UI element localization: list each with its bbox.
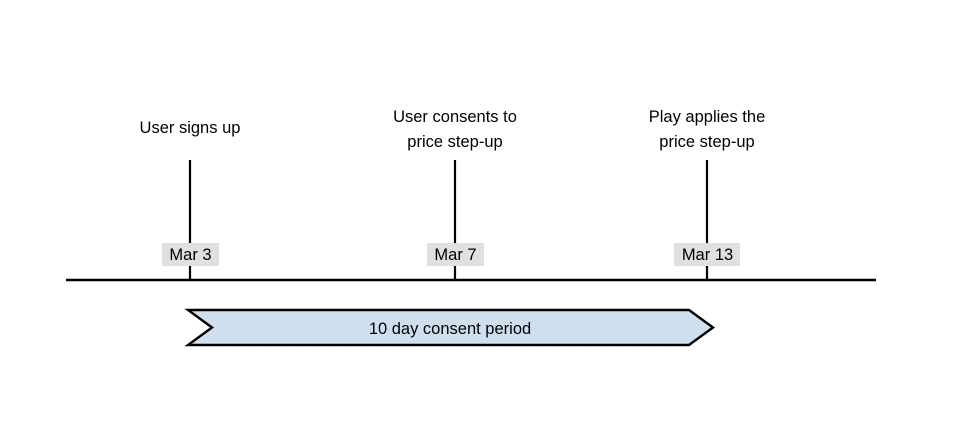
timeline-event-apply: Play applies the price step-up Mar 13 bbox=[649, 108, 766, 281]
date-label: Mar 3 bbox=[169, 246, 211, 264]
event-caption-line1: User signs up bbox=[140, 119, 241, 137]
date-label: Mar 7 bbox=[434, 246, 476, 264]
date-label-background bbox=[162, 243, 219, 266]
timeline-event-consent: User consents to price step-up Mar 7 bbox=[393, 108, 517, 281]
event-caption-line2: price step-up bbox=[407, 133, 502, 151]
banner-label: 10 day consent period bbox=[369, 320, 531, 338]
date-label-background bbox=[674, 243, 740, 266]
event-caption-line1: Play applies the bbox=[649, 108, 766, 126]
timeline-event-signup: User signs up Mar 3 bbox=[140, 119, 241, 281]
date-label: Mar 13 bbox=[682, 246, 733, 264]
event-caption-line2: price step-up bbox=[659, 133, 754, 151]
banner-arrow-shape bbox=[184, 308, 716, 347]
event-caption-line1: User consents to bbox=[393, 108, 517, 126]
consent-period-banner: 10 day consent period bbox=[184, 308, 716, 347]
date-label-background bbox=[427, 243, 484, 266]
